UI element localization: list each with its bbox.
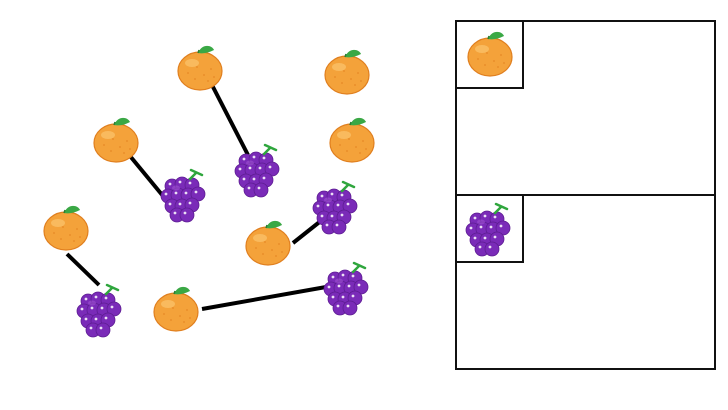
orange-2-icon[interactable]: [177, 45, 223, 91]
grape-5-icon[interactable]: [160, 168, 206, 223]
match-line-orange-2-grape-1: [210, 84, 250, 156]
answer-drop-zone-orange[interactable]: [523, 22, 714, 194]
answer-row-orange: [455, 20, 714, 194]
fruit-field: [43, 45, 375, 338]
grape-1-icon[interactable]: [234, 143, 280, 198]
match-line-orange-5-grape-2: [65, 252, 101, 287]
orange-3-icon[interactable]: [93, 117, 139, 163]
grape-4-icon[interactable]: [323, 261, 369, 316]
orange-6-icon[interactable]: [245, 220, 291, 266]
answer-key-cell-grape: [455, 194, 524, 263]
orange-1-icon[interactable]: [324, 49, 370, 95]
orange-icon[interactable]: [467, 31, 513, 77]
match-line-orange-3-grape-5: [128, 154, 165, 198]
answer-row-grape: [455, 194, 714, 368]
match-line-orange-7-grape-4: [201, 285, 327, 311]
orange-7-icon[interactable]: [153, 286, 199, 332]
grape-2-icon[interactable]: [76, 283, 122, 338]
orange-4-icon[interactable]: [329, 117, 375, 163]
answer-key-cell-orange: [455, 20, 524, 89]
orange-5-icon[interactable]: [43, 205, 89, 251]
grape-3-icon[interactable]: [312, 180, 358, 235]
grape-icon[interactable]: [465, 202, 511, 257]
match-line-orange-6-grape-3: [291, 218, 324, 245]
answer-grid: [455, 20, 716, 370]
answer-drop-zone-grape[interactable]: [523, 196, 714, 368]
match-lines: [65, 84, 327, 311]
